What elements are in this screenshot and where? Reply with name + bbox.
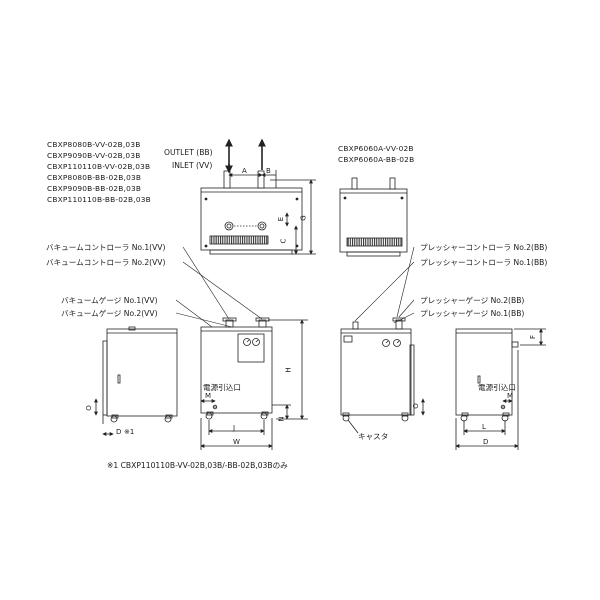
dim-e: E bbox=[277, 216, 286, 222]
dim-n: N bbox=[277, 416, 286, 422]
dim-o: O bbox=[411, 403, 420, 409]
dim-m: M bbox=[205, 392, 212, 400]
vacuum-controller-2-label: バキュームコントローラ No.2(VV) bbox=[46, 258, 166, 267]
dim-d: D bbox=[116, 428, 122, 436]
model-name: CBXP9090B-BB-02B,03B bbox=[47, 184, 142, 193]
model-name: CBXP8080B-VV-02B,03B bbox=[47, 140, 141, 149]
dim-j: J bbox=[233, 424, 236, 432]
dim-d: D bbox=[483, 438, 489, 446]
front-view-large bbox=[200, 317, 308, 450]
pressure-gauge-1-label: プレッシャーゲージ No.1(BB) bbox=[420, 309, 525, 318]
front-view-small bbox=[340, 317, 425, 434]
inlet-label: INLET (VV) bbox=[172, 161, 213, 170]
model-name: CBXP8080B-BB-02B,03B bbox=[47, 173, 142, 182]
top-view-large bbox=[200, 138, 316, 255]
model-name: CBXP9090B-VV-02B,03B bbox=[47, 151, 141, 160]
pressure-controller-1-label: プレッシャーコントローラ No.1(BB) bbox=[420, 258, 548, 267]
dim-g: G bbox=[299, 215, 308, 221]
vacuum-gauge-1-label: バキュームゲージ No.1(VV) bbox=[61, 296, 158, 305]
dim-f: F bbox=[529, 334, 538, 340]
side-view-small-right bbox=[455, 328, 546, 450]
footnote: ※1 CBXP110110B-VV-02B,03B/-BB-02B,03Bのみ bbox=[107, 461, 288, 470]
dim-h: H bbox=[284, 367, 293, 373]
note-mark: ※1 bbox=[124, 428, 135, 436]
side-view-large-left bbox=[94, 326, 178, 436]
dim-a: A bbox=[242, 167, 247, 175]
pressure-controller-2-label: プレッシャーコントローラ No.2(BB) bbox=[420, 243, 548, 252]
model-name: CBXP110110B-VV-02B,03B bbox=[47, 162, 151, 171]
dim-b: B bbox=[266, 167, 271, 175]
model-name: CBXP6060A-BB-02B bbox=[338, 155, 415, 164]
power-inlet-label: 電源引込口 bbox=[478, 383, 516, 392]
dim-m: M bbox=[507, 392, 514, 400]
caster-label: キャスタ bbox=[358, 432, 389, 441]
vacuum-controller-1-label: バキュームコントローラ No.1(VV) bbox=[46, 243, 166, 252]
pressure-gauge-2-label: プレッシャーゲージ No.2(BB) bbox=[420, 296, 525, 305]
vacuum-gauge-2-label: バキュームゲージ No.2(VV) bbox=[61, 309, 158, 318]
power-inlet-label: 電源引込口 bbox=[203, 383, 241, 392]
model-name: CBXP110110B-BB-02B,03B bbox=[47, 195, 151, 204]
top-view-small bbox=[339, 177, 408, 257]
dim-c: C bbox=[279, 238, 288, 244]
outlet-label: OUTLET (BB) bbox=[164, 148, 213, 157]
dim-l: L bbox=[482, 423, 486, 431]
dim-o: O bbox=[84, 405, 93, 411]
dim-w: W bbox=[233, 438, 240, 446]
model-name: CBXP6060A-VV-02B bbox=[338, 144, 414, 153]
leader-lines bbox=[175, 246, 415, 328]
